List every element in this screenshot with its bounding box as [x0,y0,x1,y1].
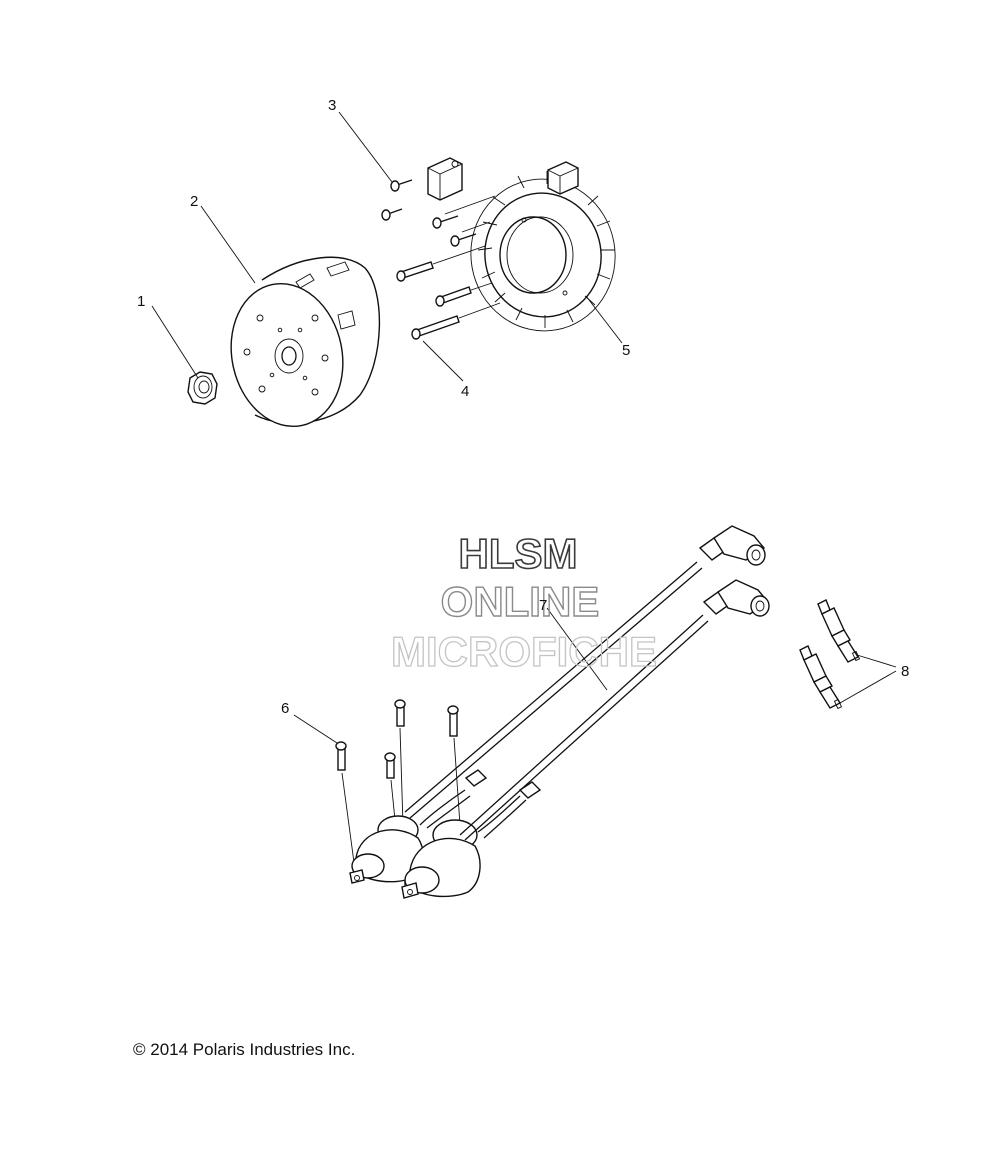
stator-bolt-5 [411,315,460,340]
callout-2: 2 [190,193,198,210]
callout-1: 1 [137,293,145,310]
coil-connector-rear [419,769,488,829]
spark-plug-upper [817,599,861,663]
callout-5: 5 [622,342,630,359]
stator-bolt-3 [396,261,434,282]
watermark: HLSM ONLINE MICROFICHE [390,529,657,675]
watermark-line-3: MICROFICHE [391,628,657,675]
stator-bolt-1 [432,215,459,229]
spark-plug-lower [799,645,843,710]
callout-3: 3 [328,97,336,114]
callout-numbers: 1 2 3 4 5 6 7 8 [137,97,909,717]
pickup-sensor [427,157,463,201]
watermark-line-1: HLSM [459,530,578,577]
bolt-leader-lines [432,195,501,319]
plug-wire-front [459,579,770,841]
stator-bolt-2 [450,233,477,247]
callout-7: 7 [539,597,547,614]
coil-screw-1 [335,741,347,771]
plug-wire-rear [404,525,766,819]
coil-connector-front [477,781,542,839]
callout-leaders [151,111,897,744]
callout-8: 8 [901,663,909,680]
copyright-notice: © 2014 Polaris Industries Inc. [133,1040,356,1059]
ignition-coil-rear [349,815,424,884]
coil-screw-2 [394,699,406,727]
flywheel-rotor [230,256,381,428]
callout-6: 6 [281,700,289,717]
coil-screw-3 [447,705,459,737]
ignition-coil-front [401,819,481,899]
watermark-line-2: ONLINE [441,578,600,625]
coil-screw-4 [384,752,396,779]
stator-bolt-4 [435,286,472,307]
flywheel-nut [187,371,218,405]
stator [470,161,616,332]
callout-4: 4 [461,383,469,400]
sensor-screw-lower [381,208,403,221]
sensor-screw-upper [390,179,413,192]
